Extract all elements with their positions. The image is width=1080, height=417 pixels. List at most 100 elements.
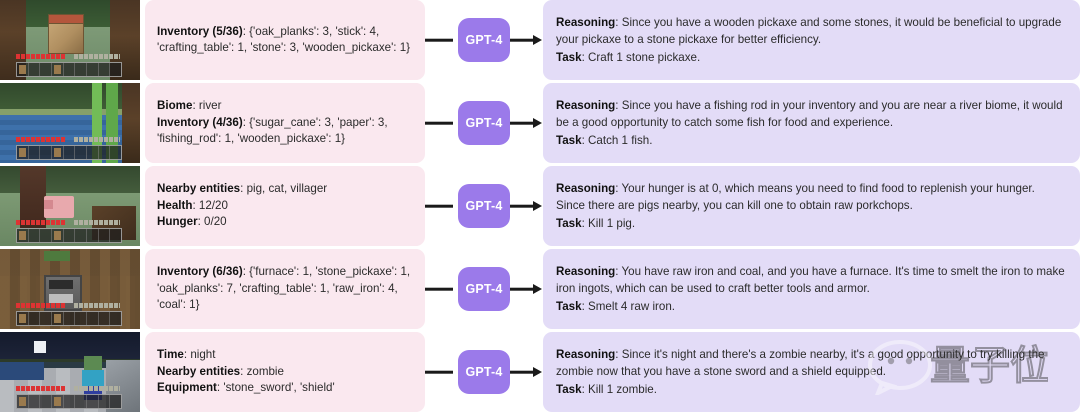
hotbar-slots xyxy=(16,145,122,160)
arrow-head-icon xyxy=(533,367,542,377)
hotbar-slots xyxy=(16,62,122,77)
input-wire xyxy=(425,287,453,291)
task-label: Task xyxy=(556,216,582,230)
task-value: Smelt 4 raw iron. xyxy=(588,299,676,313)
gpt4-node[interactable]: GPT-4 xyxy=(458,267,510,311)
output-wire xyxy=(508,121,533,125)
task-text: Task: Kill 1 zombie. xyxy=(556,382,657,396)
observation-field: Inventory (5/36): {'oak_planks': 3, 'sti… xyxy=(157,24,411,55)
observation-field-label: Health xyxy=(157,198,193,212)
observation-field-value: 'stone_sword', 'shield' xyxy=(223,381,335,395)
observation-panel: Inventory (6/36): {'furnace': 1, 'stone_… xyxy=(145,249,425,329)
reasoning-text: Reasoning: You have raw iron and coal, a… xyxy=(556,264,1065,296)
observation-field-label: Nearby entities xyxy=(157,182,241,196)
hunger-shanks-icon xyxy=(74,220,120,225)
task-value: Craft 1 stone pickaxe. xyxy=(588,50,701,64)
reasoning-text: Reasoning: Since it's night and there's … xyxy=(556,347,1045,379)
reasoning-value: Since you have a wooden pickaxe and some… xyxy=(556,15,1062,47)
observation-field-label: Time xyxy=(157,348,184,362)
input-wire xyxy=(425,38,453,42)
observation-field-label: Biome xyxy=(157,99,193,113)
minecraft-screenshot-thumbnail xyxy=(0,0,140,80)
gpt4-node[interactable]: GPT-4 xyxy=(458,350,510,394)
reasoning-value: Since it's night and there's a zombie ne… xyxy=(556,347,1045,379)
minecraft-screenshot-thumbnail xyxy=(0,249,140,329)
hotbar-slots xyxy=(16,228,122,243)
observation-field: Nearby entities: pig, cat, villager xyxy=(157,182,328,196)
hotbar-slots xyxy=(16,311,122,326)
health-hearts-icon xyxy=(16,303,66,308)
health-hearts-icon xyxy=(16,386,66,391)
observation-panel: Inventory (5/36): {'oak_planks': 3, 'sti… xyxy=(145,0,425,80)
minecraft-screenshot-thumbnail xyxy=(0,332,140,412)
reasoning-value: Since you have a fishing rod in your inv… xyxy=(556,98,1063,130)
gpt4-node[interactable]: GPT-4 xyxy=(458,184,510,228)
task-label: Task xyxy=(556,382,582,396)
task-value: Kill 1 pig. xyxy=(588,216,636,230)
reasoning-panel: Reasoning: You have raw iron and coal, a… xyxy=(543,249,1080,329)
task-label: Task xyxy=(556,133,582,147)
input-wire xyxy=(425,204,453,208)
arrow-head-icon xyxy=(533,118,542,128)
observation-field-label: Hunger xyxy=(157,215,198,229)
task-text: Task: Kill 1 pig. xyxy=(556,216,636,230)
observation-field-label: Inventory (4/36) xyxy=(157,115,243,129)
input-wire xyxy=(425,370,453,374)
reasoning-value: Your hunger is at 0, which means you nee… xyxy=(556,181,1035,213)
observation-field: Biome: river xyxy=(157,99,222,113)
hunger-shanks-icon xyxy=(74,386,120,391)
hunger-shanks-icon xyxy=(74,54,120,59)
observation-field: Health: 12/20 xyxy=(157,198,228,212)
observation-field: Hunger: 0/20 xyxy=(157,215,227,229)
arrow-head-icon xyxy=(533,284,542,294)
hotbar-slots xyxy=(16,394,122,409)
input-wire xyxy=(425,121,453,125)
pipeline-row-4: Inventory (6/36): {'furnace': 1, 'stone_… xyxy=(0,249,1080,329)
reasoning-label: Reasoning xyxy=(556,98,616,112)
output-wire xyxy=(508,287,533,291)
observation-field-value: zombie xyxy=(246,364,284,378)
task-text: Task: Catch 1 fish. xyxy=(556,133,653,147)
reasoning-text: Reasoning: Your hunger is at 0, which me… xyxy=(556,181,1035,213)
gpt4-node[interactable]: GPT-4 xyxy=(458,18,510,62)
observation-field: Equipment: 'stone_sword', 'shield' xyxy=(157,381,335,395)
reasoning-text: Reasoning: Since you have a fishing rod … xyxy=(556,98,1063,130)
reasoning-panel: Reasoning: Since you have a fishing rod … xyxy=(543,83,1080,163)
task-label: Task xyxy=(556,299,582,313)
arrow-head-icon xyxy=(533,201,542,211)
observation-field: Time: night xyxy=(157,348,216,362)
output-wire xyxy=(508,204,533,208)
minecraft-screenshot-thumbnail xyxy=(0,166,140,246)
reasoning-value: You have raw iron and coal, and you have… xyxy=(556,264,1065,296)
connector: GPT-4 xyxy=(425,0,543,80)
reasoning-panel: Reasoning: Since you have a wooden picka… xyxy=(543,0,1080,80)
reasoning-text: Reasoning: Since you have a wooden picka… xyxy=(556,15,1062,47)
observation-field-label: Inventory (5/36) xyxy=(157,24,243,38)
scene-oak-forest-with-crafting-table xyxy=(0,0,140,80)
observation-field-value: river xyxy=(198,99,222,113)
observation-field-value: 12/20 xyxy=(198,198,228,212)
connector: GPT-4 xyxy=(425,249,543,329)
observation-field-label: Inventory (6/36) xyxy=(157,265,243,279)
observation-field: Inventory (4/36): {'sugar_cane': 3, 'pap… xyxy=(157,115,388,146)
arrow-head-icon xyxy=(533,35,542,45)
reasoning-label: Reasoning xyxy=(556,15,616,29)
minecraft-screenshot-thumbnail xyxy=(0,83,140,163)
observation-field-value: 0/20 xyxy=(204,215,227,229)
observation-field-value: {'sugar_cane': 3, 'paper': 3, 'fishing_r… xyxy=(157,115,388,146)
observation-field-value: {'furnace': 1, 'stone_pickaxe': 1, 'oak_… xyxy=(157,265,411,312)
health-hearts-icon xyxy=(16,220,66,225)
observation-field-value: {'oak_planks': 3, 'stick': 4, 'crafting_… xyxy=(157,24,411,55)
task-text: Task: Smelt 4 raw iron. xyxy=(556,299,676,313)
task-value: Catch 1 fish. xyxy=(588,133,653,147)
health-hearts-icon xyxy=(16,54,66,59)
connector: GPT-4 xyxy=(425,83,543,163)
reasoning-label: Reasoning xyxy=(556,181,616,195)
connector: GPT-4 xyxy=(425,332,543,412)
reasoning-label: Reasoning xyxy=(556,264,616,278)
gpt4-node[interactable]: GPT-4 xyxy=(458,101,510,145)
